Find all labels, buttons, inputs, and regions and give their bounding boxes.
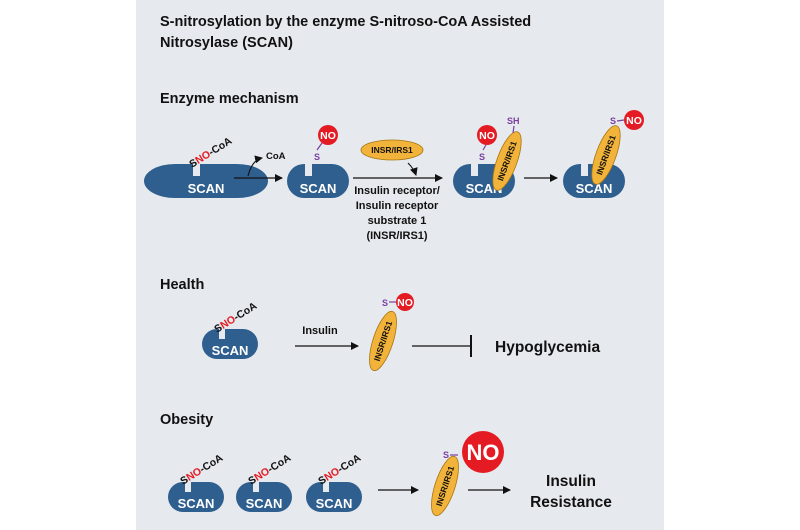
s-atom-health: S: [382, 298, 388, 308]
sno-coa: -CoA: [198, 452, 226, 476]
coa-release-label: CoA: [266, 151, 286, 162]
scan-body: [175, 164, 237, 198]
no-group-3: [477, 125, 497, 145]
insr-desc-line-1: Insulin receptor/: [354, 185, 440, 197]
scan-enzyme-health: SCAN: [202, 325, 258, 359]
scan-label: SCAN: [316, 496, 353, 511]
figure-title-line-2: Nitrosylase (SCAN): [160, 35, 293, 51]
scan-enzyme-obesity-2: SCAN: [236, 478, 292, 512]
sh-group-3: SH: [507, 116, 520, 126]
hypoglycemia-label: Hypoglycemia: [495, 339, 600, 356]
scan-label: SCAN: [300, 181, 337, 196]
coa-release-arrow: [247, 155, 263, 177]
scan-enzyme-1: SCAN: [144, 160, 268, 198]
no-group-health: [396, 293, 414, 311]
scan-notch: [219, 325, 225, 339]
section-heading-obesity: Obesity: [160, 412, 213, 428]
sh-bond-3: [512, 125, 515, 134]
insr-obesity: INSR/IRS1: [431, 455, 459, 517]
scan-enzyme-obesity-1: SCAN: [168, 478, 224, 512]
insr-bound-3: INSR/IRS1: [492, 131, 522, 191]
insulin-label: Insulin: [302, 325, 338, 337]
section-heading-mechanism: Enzyme mechanism: [160, 91, 299, 107]
no-label-obesity: NO: [467, 440, 500, 465]
scan-notch: [305, 160, 312, 176]
scan-label: SCAN: [246, 496, 283, 511]
scan-notch: [323, 478, 329, 492]
scan-label: SCAN: [576, 181, 613, 196]
scan-label: SCAN: [178, 496, 215, 511]
scan-label: SCAN: [188, 181, 225, 196]
no-group-2: [318, 125, 338, 145]
scan-notch: [185, 478, 191, 492]
insr-substrate: [360, 139, 424, 161]
bond-4: [616, 119, 625, 122]
scan-body: [236, 482, 292, 512]
no-label-health: NO: [397, 297, 413, 309]
insr-desc-line-2: Insulin receptor: [356, 200, 439, 212]
figure-title-line-1: S-nitrosylation by the enzyme S-nitroso-…: [160, 14, 531, 30]
no-label-2: NO: [320, 130, 336, 142]
insulin-resistance-line-2: Resistance: [530, 494, 612, 511]
s-atom-4: S: [610, 116, 616, 126]
figure-panel: [136, 0, 664, 530]
no-label-3: NO: [479, 130, 495, 142]
insr-binding-arrow: [407, 162, 418, 176]
bond-2: [316, 142, 323, 151]
insr-ellipse: [431, 455, 459, 517]
insr-desc-line-3: substrate 1: [368, 215, 427, 227]
scan-body: [202, 329, 258, 359]
insr-health: INSR/IRS1: [369, 310, 397, 372]
insr-bound-4: INSR/IRS1: [591, 125, 621, 185]
scan-notch: [253, 478, 259, 492]
scan-body: [287, 164, 349, 198]
insr-ellipse: [492, 131, 522, 191]
scan-label: SCAN: [212, 343, 249, 358]
s-atom-obesity: S: [443, 450, 449, 460]
scan-body: [306, 482, 362, 512]
sno-coa: -CoA: [266, 452, 294, 476]
sno-coa: -CoA: [207, 135, 235, 159]
no-label-4: NO: [626, 115, 642, 127]
s-atom-2: S: [314, 152, 320, 162]
scan-body: [168, 482, 224, 512]
insr-substrate-label: INSR/IRS1: [371, 145, 413, 155]
section-heading-health: Health: [160, 277, 204, 293]
sno-coa: -CoA: [336, 452, 364, 476]
scan-notch: [581, 160, 588, 176]
sno-coa: -CoA: [232, 300, 260, 324]
no-group-4: [624, 110, 644, 130]
s-atom-3: S: [479, 152, 485, 162]
insr-desc-line-4: (INSR/IRS1): [366, 230, 427, 242]
scan-enzyme-2: SCAN: [287, 160, 349, 198]
insr-ellipse: [591, 125, 621, 185]
scan-notch: [193, 160, 200, 176]
no-group-obesity-large: [462, 431, 504, 473]
scan-notch: [471, 160, 478, 176]
insulin-resistance-line-1: Insulin: [546, 473, 596, 490]
insr-ellipse: [369, 310, 397, 372]
scan-enzyme-obesity-3: SCAN: [306, 478, 362, 512]
bond-3: [482, 144, 487, 151]
